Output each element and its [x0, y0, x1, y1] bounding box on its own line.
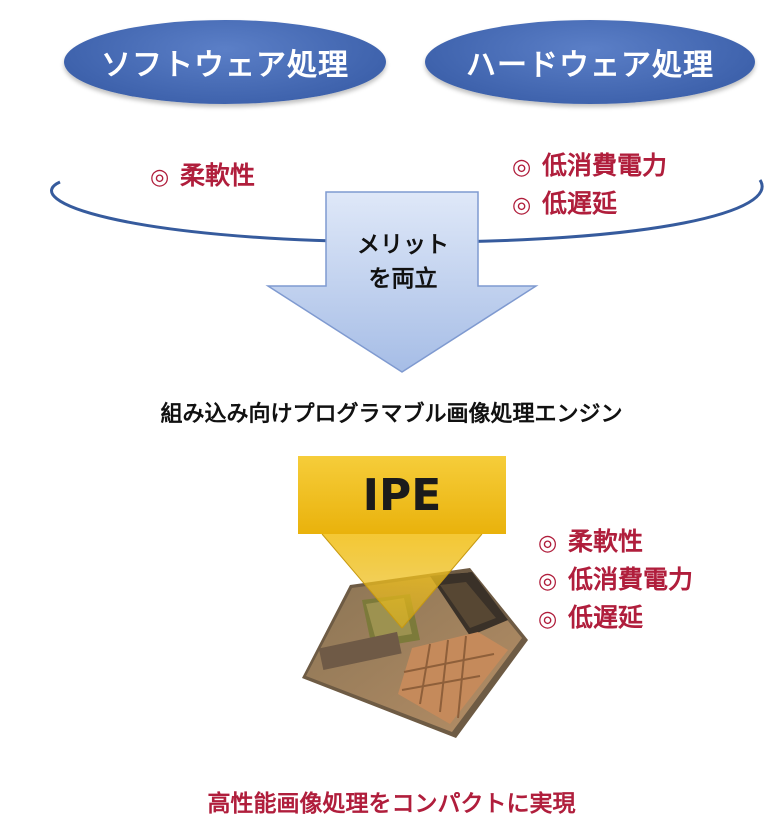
ipe-box: IPE: [298, 456, 506, 534]
hardware-merit-item: ◎ 低遅延: [512, 186, 667, 224]
hardware-processing-label: ハードウェア処理: [466, 48, 714, 83]
hardware-merit-text: 低遅延: [542, 189, 618, 218]
merge-arrow: [265, 191, 539, 373]
software-merit-item: ◎ 柔軟性: [150, 158, 255, 196]
ipe-merit-text: 低遅延: [568, 603, 644, 632]
ipe-beam: [322, 534, 482, 628]
ipe-merit-item: ◎ 低消費電力: [538, 562, 693, 600]
software-processing-label: ソフトウェア処理: [101, 48, 349, 83]
double-circle-icon: ◎: [150, 165, 170, 190]
software-merit-text: 柔軟性: [180, 161, 256, 190]
double-circle-icon: ◎: [512, 155, 532, 180]
hardware-merit-item: ◎ 低消費電力: [512, 148, 667, 186]
hardware-merit-list: ◎ 低消費電力 ◎ 低遅延: [512, 148, 667, 224]
double-circle-icon: ◎: [538, 531, 558, 556]
double-circle-icon: ◎: [538, 569, 558, 594]
ipe-merit-item: ◎ 柔軟性: [538, 524, 693, 562]
ipe-merit-list: ◎ 柔軟性 ◎ 低消費電力 ◎ 低遅延: [538, 524, 693, 638]
hardware-merit-text: 低消費電力: [542, 151, 668, 180]
software-merit-list: ◎ 柔軟性: [150, 158, 255, 196]
ipe-label: IPE: [362, 469, 442, 521]
arrow-label: メリット を両立: [340, 228, 466, 296]
ipe-merit-text: 柔軟性: [568, 527, 644, 556]
arrow-label-line1: メリット: [357, 232, 449, 258]
software-processing-pill: ソフトウェア処理: [64, 20, 386, 104]
double-circle-icon: ◎: [538, 607, 558, 632]
bottom-caption: 高性能画像処理をコンパクトに実現: [207, 791, 576, 817]
arrow-label-line2: を両立: [368, 266, 438, 292]
double-circle-icon: ◎: [512, 193, 532, 218]
ipe-merit-item: ◎ 低遅延: [538, 600, 693, 638]
chip-image: [302, 568, 528, 738]
engine-title: 組み込み向けプログラマブル画像処理エンジン: [160, 402, 623, 427]
hardware-processing-pill: ハードウェア処理: [425, 20, 755, 104]
ipe-merit-text: 低消費電力: [568, 565, 694, 594]
